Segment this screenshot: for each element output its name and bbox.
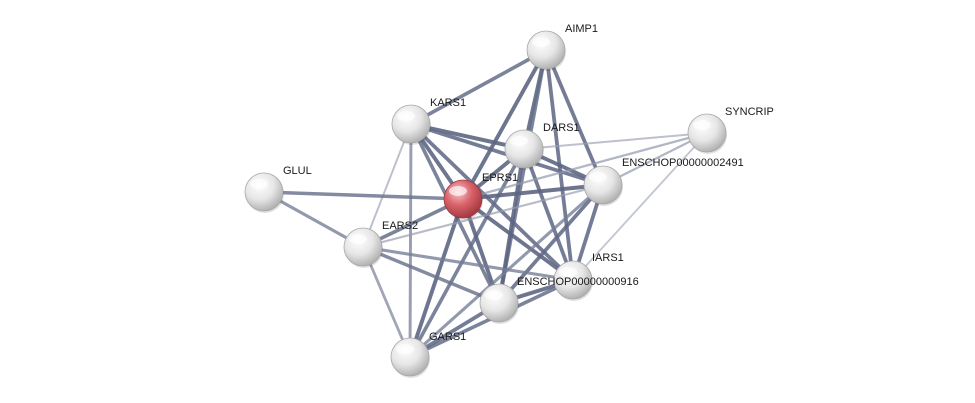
node-label-eprs1: EPRS1	[482, 172, 518, 184]
node-eprs1[interactable]	[443, 179, 483, 220]
node-label-enschop00000002491: ENSCHOP00000002491	[622, 157, 744, 169]
node-highlight	[485, 290, 503, 300]
node-sphere[interactable]	[244, 172, 284, 212]
node-ears2[interactable]	[343, 227, 383, 268]
edge-eprs1-iars1[interactable]	[461, 197, 575, 282]
edge-syncrip-iars1[interactable]	[572, 132, 708, 281]
node-glul[interactable]	[244, 172, 284, 213]
node-iars1[interactable]	[553, 260, 593, 301]
node-sphere[interactable]	[526, 30, 566, 70]
node-dars1[interactable]	[504, 129, 544, 170]
node-label-aimp1: AIMP1	[565, 23, 598, 35]
node-highlight	[532, 37, 550, 47]
node-label-kars1: KARS1	[430, 97, 466, 109]
node-label-iars1: IARS1	[592, 252, 624, 264]
edge-enschop00000002491-enschop00000000916[interactable]	[497, 183, 605, 305]
node-label-gars1: GARS1	[429, 331, 466, 343]
node-kars1[interactable]	[391, 104, 431, 145]
node-sphere[interactable]	[390, 337, 430, 377]
node-highlight	[510, 136, 528, 146]
node-highlight	[559, 267, 577, 277]
node-label-glul: GLUL	[283, 165, 312, 177]
node-label-dars1: DARS1	[543, 122, 580, 134]
node-layer	[244, 30, 727, 378]
edge-aimp1-kars1[interactable]	[409, 48, 548, 126]
node-highlight	[693, 120, 711, 130]
edge-kars1-gars1[interactable]	[408, 122, 413, 359]
node-sphere[interactable]	[583, 165, 623, 205]
edge-syncrip-eprs1[interactable]	[461, 131, 709, 201]
edge-dars1-enschop00000000916[interactable]	[497, 147, 526, 305]
node-sphere[interactable]	[391, 104, 431, 144]
node-highlight	[397, 111, 415, 121]
edge-kars1-ears2[interactable]	[362, 123, 412, 248]
edge-eprs1-enschop00000002491[interactable]	[461, 183, 605, 201]
edge-aimp1-eprs1[interactable]	[461, 48, 548, 201]
edge-dars1-iars1[interactable]	[522, 147, 575, 282]
edge-ears2-iars1[interactable]	[361, 245, 575, 282]
node-highlight	[449, 186, 467, 196]
edge-enschop00000002491-ears2[interactable]	[361, 183, 605, 249]
node-sphere[interactable]	[343, 227, 383, 267]
node-highlight	[589, 172, 607, 182]
node-sphere[interactable]	[443, 179, 483, 219]
node-sphere[interactable]	[479, 283, 519, 323]
edge-ears2-gars1[interactable]	[361, 245, 412, 359]
node-syncrip[interactable]	[687, 113, 727, 154]
node-gars1[interactable]	[390, 337, 430, 378]
node-sphere[interactable]	[687, 113, 727, 153]
node-label-enschop00000000916: ENSCHOP00000000916	[517, 276, 639, 288]
edge-dars1-gars1[interactable]	[408, 147, 526, 359]
node-aimp1[interactable]	[526, 30, 566, 71]
node-enschop00000000916[interactable]	[479, 283, 519, 324]
label-layer: AIMP1KARS1DARS1SYNCRIPGLULEPRS1ENSCHOP00…	[283, 23, 774, 343]
node-highlight	[396, 344, 414, 354]
node-enschop00000002491[interactable]	[583, 165, 623, 206]
edge-ears2-enschop00000000916[interactable]	[361, 245, 501, 305]
node-highlight	[349, 234, 367, 244]
edge-kars1-iars1[interactable]	[409, 122, 575, 282]
node-label-syncrip: SYNCRIP	[725, 106, 774, 118]
edge-dars1-syncrip[interactable]	[523, 132, 708, 150]
edge-glul-eprs1[interactable]	[262, 190, 465, 201]
node-sphere[interactable]	[504, 129, 544, 169]
node-highlight	[250, 179, 268, 189]
node-label-ears2: EARS2	[382, 220, 418, 232]
